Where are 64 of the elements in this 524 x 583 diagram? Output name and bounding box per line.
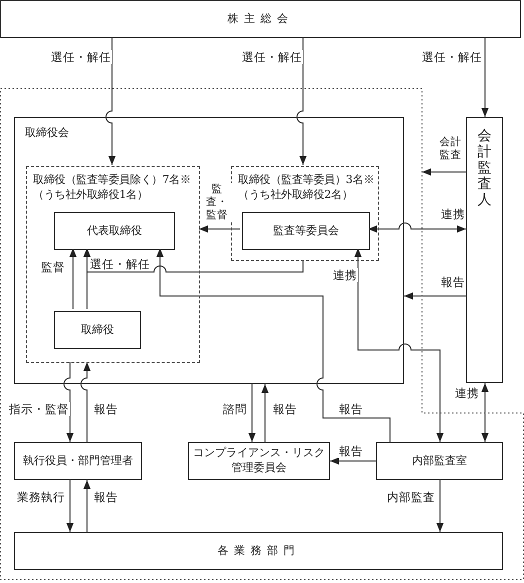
edge-label: 選任・解任 [421, 50, 483, 64]
board-heading: 取締役会 [25, 126, 69, 141]
box-label: 各業務部門 [217, 544, 300, 558]
box-label: 会計監査人 [478, 128, 492, 208]
edge-label: 報告 [93, 402, 119, 416]
box-label: 執行役員・部門管理者 [22, 454, 134, 468]
arrow [422, 168, 466, 176]
arrow [83, 480, 91, 532]
group-box [231, 166, 379, 261]
arrow [69, 248, 77, 310]
arrow [436, 480, 444, 532]
arrow [481, 38, 489, 118]
group-box [26, 166, 200, 363]
arrow [354, 248, 444, 442]
box-label: 取締役 [80, 322, 115, 338]
box-label: 株主総会 [228, 12, 294, 26]
group-heading: 取締役（監査等委員除く）7名※ [33, 173, 191, 188]
arrow [368, 222, 466, 233]
group-heading: （うち社外取締役2名） [238, 188, 353, 203]
org-box [242, 212, 370, 250]
arrow [66, 480, 74, 532]
org-box [14, 442, 142, 480]
board-frame [14, 117, 404, 384]
arrow [481, 382, 489, 442]
edge-label: 連携 [454, 386, 480, 400]
edge-label: 報告 [272, 402, 298, 416]
arrow [296, 38, 307, 166]
edge-label: 選任・解任 [89, 257, 151, 272]
org-box [466, 117, 503, 383]
arrow [83, 248, 304, 272]
edge-label: 選任・解任 [241, 50, 303, 64]
box-label: 内部監査室 [411, 454, 468, 468]
edge-label: 報告 [93, 490, 119, 504]
edge-label: 選任・解任 [50, 50, 112, 64]
dotted-region [0, 88, 524, 580]
arrow [156, 248, 390, 442]
org-box [54, 212, 175, 250]
arrow [198, 225, 240, 233]
edge-label: 諮問 [222, 402, 248, 416]
arrow [106, 38, 116, 166]
box-label: コンプライアンス・リスク管理委員会 [192, 446, 326, 476]
group-heading: （うち社外取締役1名） [33, 188, 148, 203]
org-box [0, 0, 521, 38]
edge-label: 内部監査 [386, 490, 436, 504]
edge-label: 指示・監督 [8, 402, 70, 416]
edge-label: 報告 [338, 402, 364, 416]
arrow [261, 384, 269, 442]
org-box [14, 532, 503, 570]
arrow [80, 362, 91, 442]
edge-label: 報告 [440, 275, 466, 290]
arrow [248, 384, 256, 442]
edge-label: 連携 [440, 207, 466, 222]
box-label: 監査等委員会 [272, 224, 340, 238]
edge-label: 業務執行 [16, 490, 66, 504]
arrow [404, 292, 466, 300]
edge-label: 報告 [338, 444, 364, 458]
arrow [330, 457, 376, 465]
edge-label: 連携 [332, 268, 358, 282]
box-label: 代表取締役 [86, 224, 143, 238]
org-box [54, 311, 141, 349]
arrow [64, 362, 74, 442]
group-heading: 取締役（監査等委員）3名※ [238, 173, 374, 188]
edge-label: 監督 [40, 260, 66, 274]
org-box [376, 442, 503, 480]
